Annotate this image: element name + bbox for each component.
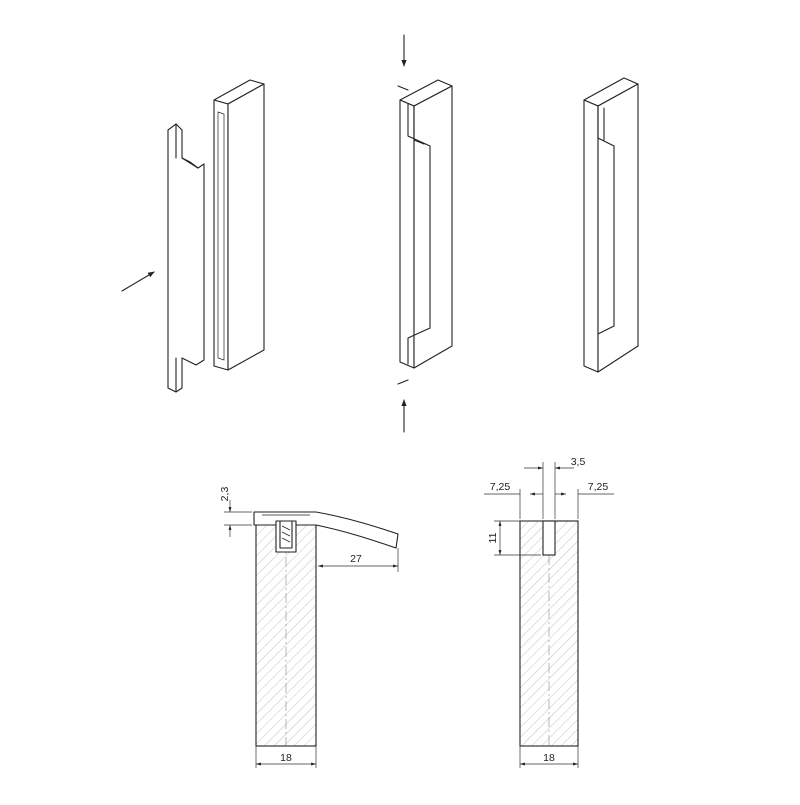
dim-groove-depth: 11 xyxy=(487,532,499,543)
dim-width-2: 18 xyxy=(543,752,555,764)
exploded-view xyxy=(121,79,265,393)
groove-section: 3,5 7,25 7,25 11 18 xyxy=(484,456,614,768)
assembled-view xyxy=(583,77,639,373)
press-tick-bottom xyxy=(397,379,409,385)
press-view xyxy=(397,34,453,433)
groove xyxy=(542,520,556,556)
dim-left-offset: 7,25 xyxy=(490,481,511,493)
dim-width-1: 18 xyxy=(280,752,292,764)
handle-profile xyxy=(167,123,205,393)
dim-projection: 27 xyxy=(350,553,362,565)
dim-right-offset: 7,25 xyxy=(588,481,609,493)
insert-direction-arrow xyxy=(121,271,155,292)
panel-with-groove xyxy=(213,79,265,371)
press-tick-top xyxy=(397,85,409,91)
side-section: 2,3 27 18 xyxy=(219,487,399,768)
dim-lip-height: 2,3 xyxy=(219,487,231,502)
dim-groove-width: 3,5 xyxy=(571,456,586,468)
